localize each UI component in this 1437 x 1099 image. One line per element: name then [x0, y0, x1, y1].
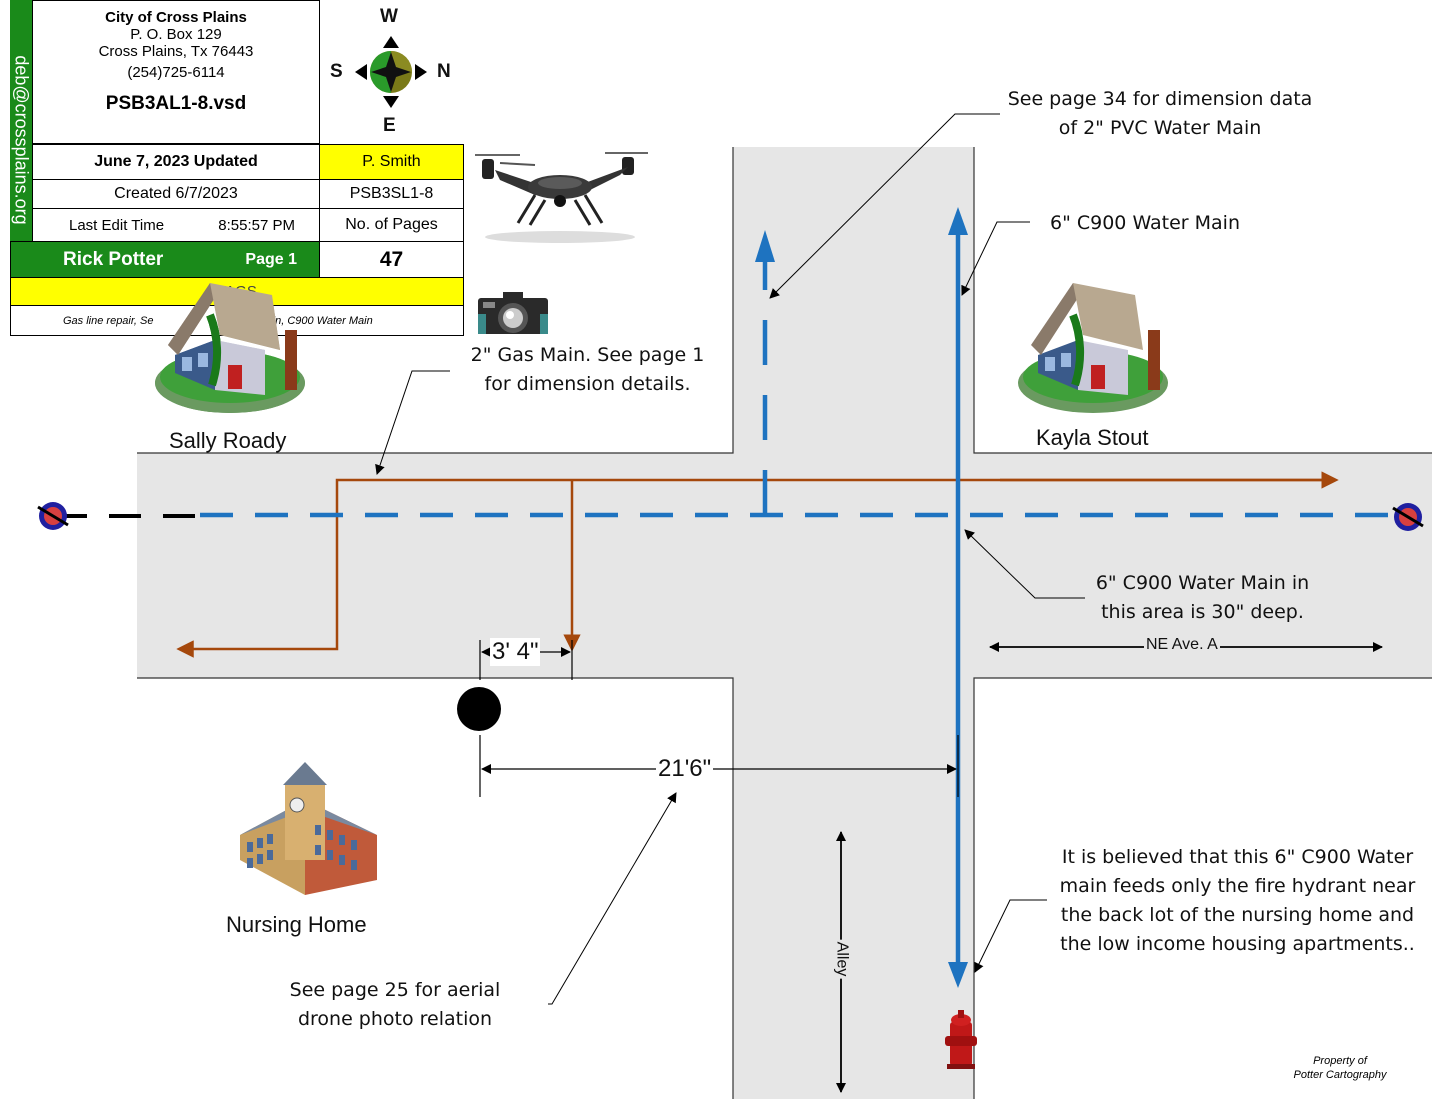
page-label: Page 1: [245, 250, 297, 268]
pvc-note-line2: of 2" PVC Water Main: [1058, 117, 1262, 139]
footer-line2: Potter Cartography: [1293, 1069, 1387, 1081]
compass-east: E: [383, 115, 396, 136]
alley-label: Alley: [832, 939, 851, 979]
gas-note: 2" Gas Main. See page 1 for dimension de…: [455, 341, 720, 399]
camera-icon: [478, 292, 548, 334]
nursing-home-icon: [240, 762, 377, 895]
deep-note: 6" C900 Water Main in this area is 30" d…: [1075, 569, 1330, 627]
leader-feeds: [974, 899, 1047, 973]
feeds-note-line3: the back lot of the nursing home and: [1060, 904, 1415, 926]
house-left-label: Sally Roady: [169, 428, 287, 453]
feeds-note: It is believed that this 6" C900 Water m…: [1040, 843, 1435, 959]
created-cell: Created 6/7/2023: [32, 179, 320, 209]
email-label[interactable]: deb@crossplains.org: [11, 55, 32, 225]
pvc-note: See page 34 for dimension data of 2" PVC…: [985, 85, 1335, 143]
house-left-overlay: [155, 283, 305, 413]
c900-note: 6" C900 Water Main: [1050, 212, 1240, 234]
deep-note-line1: 6" C900 Water Main in: [1095, 572, 1310, 594]
leader-gas: [375, 370, 450, 475]
valve-left-icon: [37, 502, 69, 530]
footer: Property of Potter Cartography: [1270, 1054, 1410, 1082]
feeds-note-line2: main feeds only the fire hydrant near: [1059, 875, 1416, 897]
gas-note-line1: 2" Gas Main. See page 1: [470, 344, 705, 366]
page-count-cell: 47: [319, 241, 464, 278]
last-edit-cell: Last Edit Time 8:55:57 PM: [32, 208, 320, 242]
avenue-label: NE Ave. A: [1144, 636, 1220, 654]
leader-deep: [964, 529, 1085, 599]
c900-arrowhead-top: [948, 207, 968, 235]
house-right-icon: [1018, 283, 1168, 413]
footer-line1: Property of: [1313, 1055, 1367, 1067]
email-strip: [10, 0, 32, 278]
org-box: City of Cross Plains P. O. Box 129 Cross…: [32, 0, 320, 144]
aerial-note-line1: See page 25 for aerial: [289, 979, 501, 1001]
title-block: deb@crossplains.org City of Cross Plains…: [10, 0, 464, 336]
tags-text: Gas line repair, Se: [63, 314, 154, 327]
pvc-main-arrowhead: [755, 230, 775, 262]
compass-west: W: [380, 6, 398, 27]
c900-arrowhead-bottom: [948, 962, 968, 988]
gas-main: [176, 471, 1339, 658]
aerial-note-line2: drone photo relation: [297, 1008, 493, 1030]
code-cell: PSB3SL1-8: [319, 179, 464, 209]
gas-main-line: [176, 478, 1330, 658]
file-name: PSB3AL1-8.vsd: [105, 93, 247, 114]
leader-c900: [961, 221, 1030, 296]
distance-dimension-label: 21'6": [656, 755, 714, 783]
phone: (254)725-6114: [127, 64, 225, 81]
drone-icon: [475, 152, 648, 243]
pages-label-cell: No. of Pages: [319, 208, 464, 242]
aerial-note: See page 25 for aerial drone photo relat…: [275, 976, 515, 1034]
leader-lines: [375, 113, 1085, 1005]
last-edit-time: 8:55:57 PM: [218, 216, 295, 234]
compass-south: S: [330, 61, 343, 82]
fire-hydrant-icon: [945, 1010, 977, 1069]
roads: [137, 147, 1432, 1099]
author-cell: P. Smith: [319, 144, 464, 180]
alley-road: [733, 147, 974, 1099]
leader-pvc: [769, 113, 1000, 299]
org-name: City of Cross Plains: [105, 9, 247, 26]
pole-dot-icon: [457, 687, 501, 731]
po-box: P. O. Box 129: [130, 26, 222, 43]
pvc-note-line1: See page 34 for dimension data: [1007, 88, 1313, 110]
city-line: Cross Plains, Tx 76443: [98, 43, 254, 60]
house-right-label: Kayla Stout: [1036, 425, 1149, 450]
feeds-note-line4: the low income housing apartments..: [1060, 933, 1415, 955]
deep-note-line2: this area is 30" deep.: [1101, 601, 1304, 623]
compass-north: N: [437, 61, 451, 82]
gas-note-line2: for dimension details.: [484, 373, 691, 395]
water-mains: [55, 207, 1395, 988]
leader-aerial: [548, 792, 677, 1005]
feeds-note-line1: It is believed that this 6" C900 Water: [1061, 846, 1414, 868]
updated-cell: June 7, 2023 Updated: [32, 144, 320, 180]
valve-right-icon: [1392, 503, 1424, 531]
offset-dimension-label: 3' 4": [490, 638, 541, 666]
owner-name: Rick Potter: [63, 248, 164, 270]
nursing-home-label: Nursing Home: [226, 912, 367, 937]
compass-icon: [355, 36, 427, 108]
owner-cell: Rick Potter Page 1: [10, 241, 320, 278]
last-edit-label: Last Edit Time: [69, 216, 165, 234]
